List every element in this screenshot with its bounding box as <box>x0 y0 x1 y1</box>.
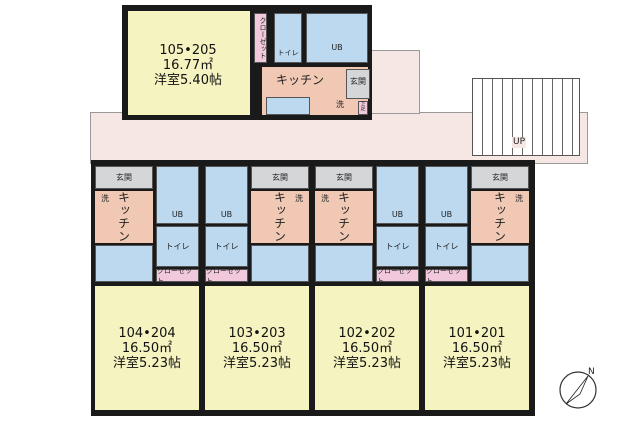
washer-space: 洗 <box>101 194 109 204</box>
entrance: 玄関 <box>95 166 153 190</box>
closet: クローゼット <box>254 13 267 63</box>
washer-space: 洗 <box>321 194 329 204</box>
sink <box>251 245 309 282</box>
kitchen-label: キッチン <box>492 191 507 244</box>
sink <box>95 245 153 282</box>
shoe-box: 下足 <box>358 101 368 115</box>
compass-north-label: N <box>588 367 595 377</box>
toilet: トイレ <box>425 226 468 267</box>
corridor-upper <box>370 50 420 114</box>
toilet: トイレ <box>274 13 302 63</box>
unit-area: 16.50㎡ <box>451 340 503 356</box>
kitchen-label: キッチン <box>116 191 131 244</box>
room-size: 洋室5.40帖 <box>154 73 222 88</box>
stair-up-label: UP <box>512 137 527 148</box>
kitchen-label: キッチン <box>336 191 351 244</box>
unit-area: 16.50㎡ <box>341 340 393 356</box>
bath: UB <box>205 166 248 224</box>
sink <box>471 245 529 282</box>
entrance: 玄関 <box>471 166 529 190</box>
toilet: トイレ <box>376 226 419 267</box>
toilet: トイレ <box>156 226 199 267</box>
entrance: 玄関 <box>251 166 309 190</box>
entrance: 玄関 <box>315 166 373 190</box>
unit-area: 16.50㎡ <box>231 340 283 356</box>
room-size: 洋室5.23帖 <box>333 355 401 371</box>
unit-area: 16.50㎡ <box>121 340 173 356</box>
unit-number: 102•202 <box>338 325 396 341</box>
room-105 <box>128 11 250 115</box>
unit-area: 16.77㎡ <box>162 58 214 73</box>
entrance: 玄関 <box>346 69 370 99</box>
compass-icon: N <box>556 368 600 412</box>
bath: UB <box>306 13 368 63</box>
bath: UB <box>156 166 199 224</box>
unit-number: 101•201 <box>448 325 506 341</box>
bath: UB <box>425 166 468 224</box>
bath: UB <box>376 166 419 224</box>
kitchen-label: キッチン <box>272 191 287 244</box>
room-size: 洋室5.23帖 <box>113 355 181 371</box>
closet: クローゼット <box>205 267 248 285</box>
room-size: 洋室5.23帖 <box>223 355 291 371</box>
washer-space: 洗 <box>336 100 344 109</box>
unit-number: 105•205 <box>159 43 217 58</box>
closet: クローゼット <box>425 267 468 285</box>
room-size: 洋室5.23帖 <box>443 355 511 371</box>
sink <box>315 245 373 282</box>
unit-105-205: 105•205 16.77㎡ 洋室5.40帖 クローゼット トイレ UB キッチ… <box>122 5 372 120</box>
toilet: トイレ <box>205 226 248 267</box>
washer-space: 洗 <box>295 194 303 204</box>
unit-number: 104•204 <box>118 325 176 341</box>
unit-number: 103•203 <box>228 325 286 341</box>
closet: クローゼット <box>156 267 199 285</box>
closet: クローゼット <box>376 267 419 285</box>
kitchen-label: キッチン <box>276 73 325 87</box>
sink <box>266 97 310 115</box>
washer-space: 洗 <box>515 194 523 204</box>
